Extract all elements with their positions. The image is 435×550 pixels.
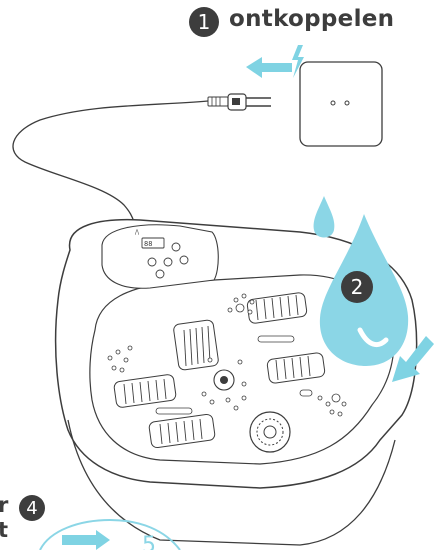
power-cord (13, 101, 208, 222)
wall-socket-icon (300, 62, 382, 146)
unplug-arrow-icon (246, 57, 292, 78)
svg-text:88: 88 (144, 240, 152, 248)
step-4-partial-label: r t (0, 493, 20, 543)
power-plug-icon (208, 94, 271, 110)
step4-diagram-fragment: 5 (40, 520, 180, 550)
step-2-badge: 2 (341, 271, 373, 303)
step-1-label: ontkoppelen (229, 6, 394, 32)
step-4-badge: 4 (19, 495, 45, 521)
svg-text:5: 5 (142, 533, 156, 550)
step-1-badge: 1 (189, 7, 219, 37)
